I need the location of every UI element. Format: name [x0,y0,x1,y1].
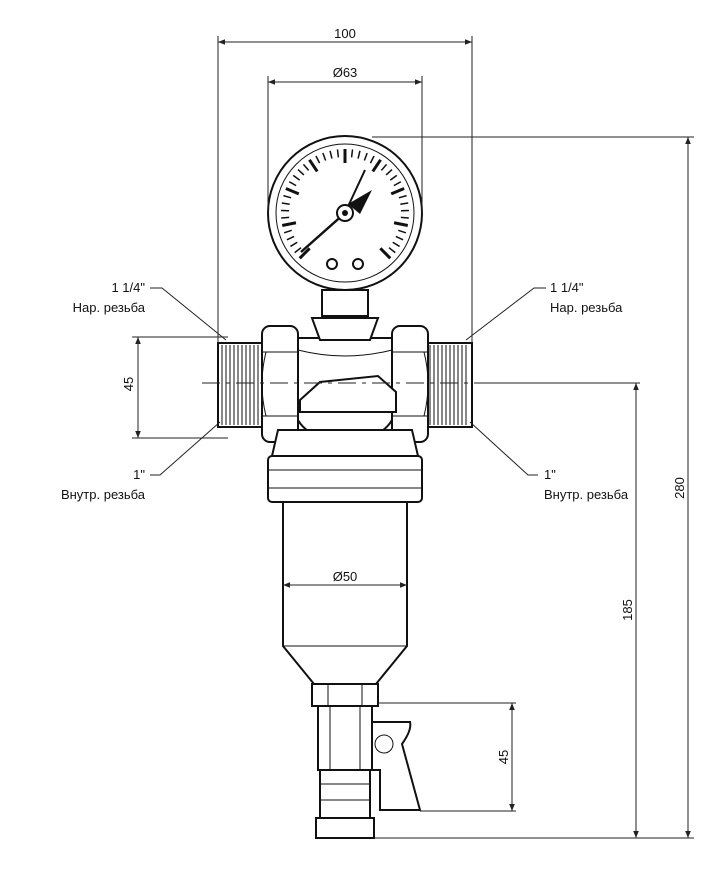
dim-bowl-diameter-label: Ø50 [333,569,358,584]
right-outer-type: Нар. резьба [550,300,623,315]
left-outer-size: 1 1/4" [111,280,145,295]
body-collar [267,429,423,503]
dim-lower-height-label: 185 [620,599,635,621]
central-tee [297,337,397,446]
drain-hex-nut [311,683,379,771]
annotation-right-outer-thread: 1 1/4" Нар. резьба [465,280,623,341]
pressure-gauge [267,135,423,291]
left-inner-size: 1" [133,467,145,482]
dimension-drain-height: 45 [378,702,516,812]
gauge-screw-left [326,258,338,270]
dim-gauge-diameter-label: Ø63 [333,65,358,80]
dimension-bowl-diameter: Ø50 [283,569,407,588]
dimension-width-overall: 100 [217,26,473,343]
left-thread [217,342,267,428]
annotation-left-inner-thread: 1" Внутр. резьба [61,421,221,502]
dim-port-height-label: 45 [121,377,136,391]
dim-width-overall-label: 100 [334,26,356,41]
right-outer-size: 1 1/4" [550,280,584,295]
dim-drain-height-label: 45 [496,750,511,764]
filter-bowl [282,501,408,685]
gauge-scale [281,149,409,260]
annotation-left-outer-thread: 1 1/4" Нар. резьба [73,280,227,341]
drain-lever [371,721,422,811]
filter-body [217,289,473,839]
left-hex-nut [261,325,299,443]
right-thread [423,342,473,428]
right-hex-nut [391,325,429,443]
left-inner-type: Внутр. резьба [61,487,146,502]
gauge-screw-right [352,258,364,270]
annotation-right-inner-thread: 1" Внутр. резьба [469,421,629,502]
dimension-gauge-diameter: Ø63 [267,65,423,213]
gauge-needle [300,169,372,253]
dimension-total-height: 280 [372,136,694,839]
right-inner-size: 1" [544,467,556,482]
dimension-port-height: 45 [121,336,228,439]
right-inner-type: Внутр. резьба [544,487,629,502]
gauge-neck [310,289,380,341]
left-outer-type: Нар. резьба [73,300,146,315]
dimension-lower-height: 185 [480,382,640,838]
drain-outlet [315,769,375,839]
dim-total-height-label: 280 [672,477,687,499]
